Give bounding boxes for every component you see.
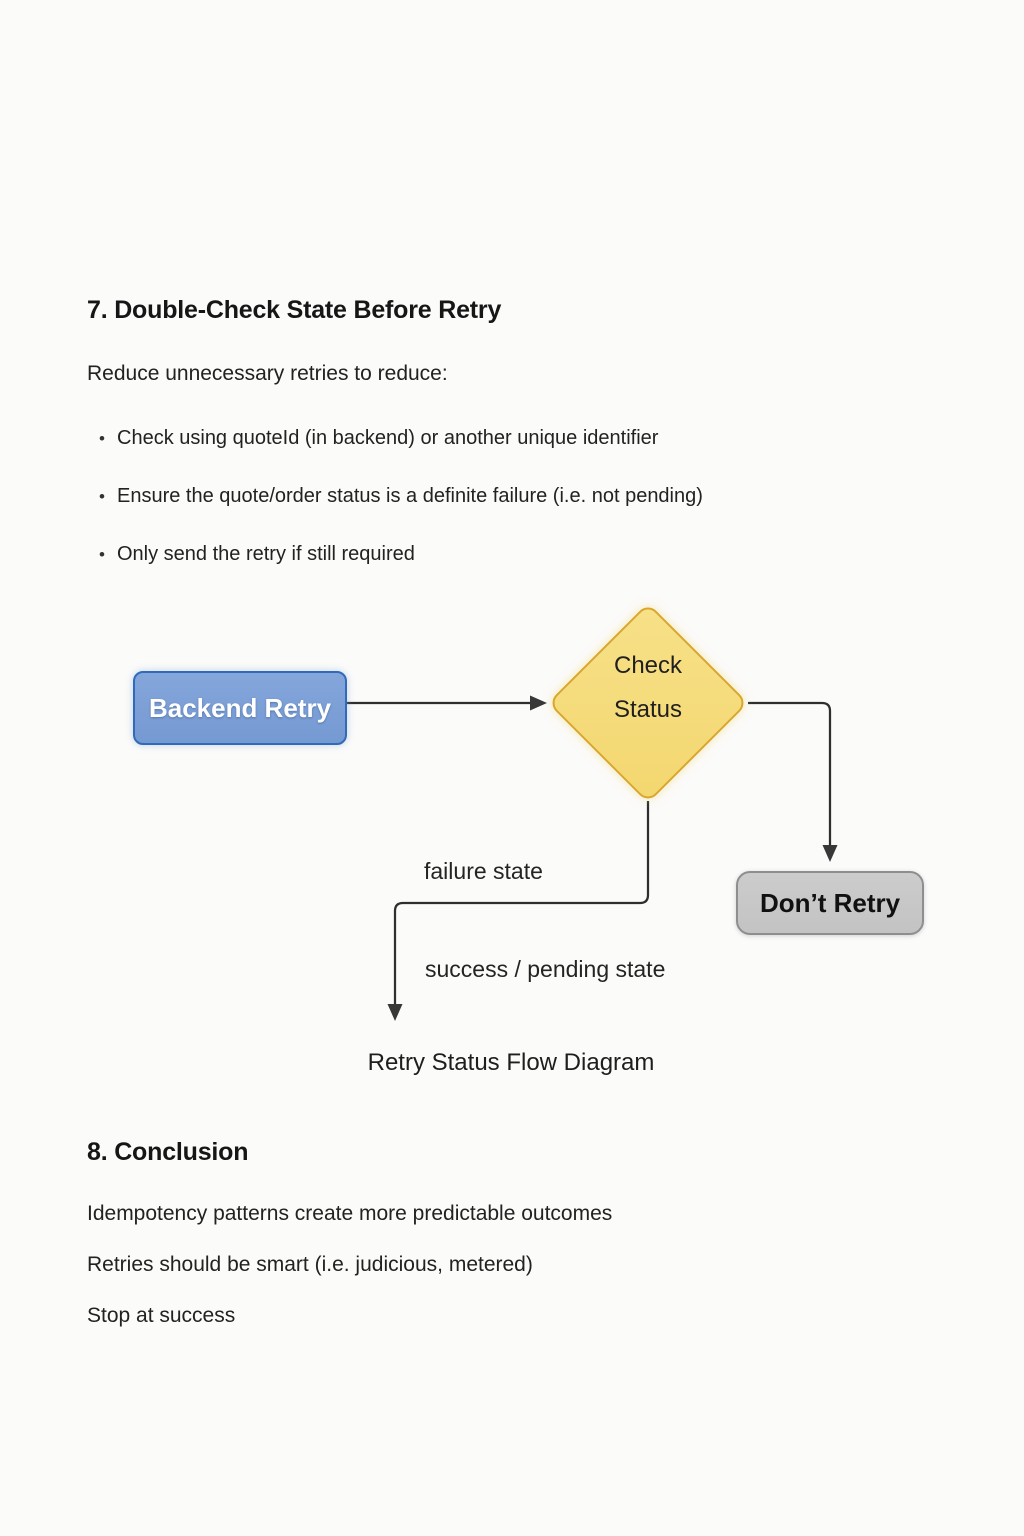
node-dont-retry: Don’t Retry (736, 871, 924, 935)
conclusion-line: Idempotency patterns create more predict… (87, 1202, 613, 1225)
edge-label-failure-state: failure state (424, 858, 543, 884)
edge-check-to-dont-retry (748, 701, 832, 845)
node-dont-retry-label: Don’t Retry (759, 887, 901, 918)
section8-heading: 8. Conclusion (87, 1138, 249, 1166)
conclusion-paragraphs: Idempotency patterns create more predict… (87, 1201, 612, 1354)
node-check-status-label: Check Status (548, 644, 748, 732)
conclusion-line: Retries should be smart (i.e. judicious,… (87, 1253, 533, 1276)
node-backend-retry: Backend Retry (133, 671, 347, 745)
arrowhead-down-success-icon (387, 1004, 403, 1021)
diagram-caption: Retry Status Flow Diagram (367, 1049, 655, 1076)
node-backend-retry-label: Backend Retry (148, 692, 332, 723)
bullet-item: Only send the retry if still required (99, 541, 703, 568)
node-check-status-line2: Status (613, 696, 683, 723)
node-check-status-line1: Check (613, 652, 683, 679)
arrowhead-down-dont-retry-icon (822, 845, 838, 862)
edge-check-to-failure-success (393, 801, 650, 1004)
bullet-item: Ensure the quote/order status is a defin… (99, 483, 703, 510)
bullet-item: Check using quoteId (in backend) or anot… (99, 425, 703, 452)
section7-heading: 7. Double-Check State Before Retry (87, 296, 502, 324)
section7-bullet-list: Check using quoteId (in backend) or anot… (99, 425, 703, 599)
arrowhead-right-icon (530, 695, 547, 711)
section7-intro: Reduce unnecessary retries to reduce: (87, 362, 448, 385)
flow-connectors (347, 695, 838, 1021)
edge-label-success-pending-state: success / pending state (425, 956, 666, 982)
conclusion-line: Stop at success (87, 1304, 236, 1327)
